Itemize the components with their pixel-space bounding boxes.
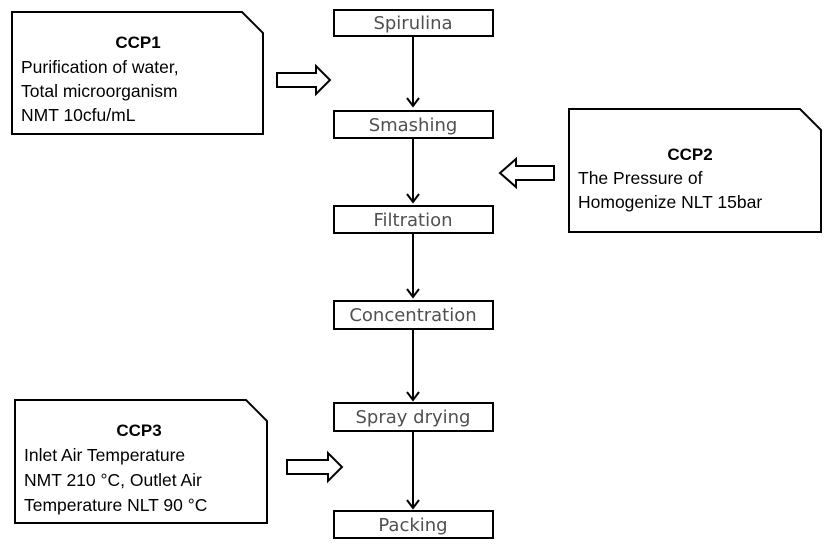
step-concentration: Concentration xyxy=(333,300,494,330)
ccp-title: CCP2 xyxy=(667,145,712,164)
ccp1-note: CCP1 Purification of water, Total microo… xyxy=(11,11,264,135)
ccp-line: Inlet Air Temperature xyxy=(24,445,185,465)
ccp3-note: CCP3 Inlet Air Temperature NMT 210 °C, O… xyxy=(14,399,268,524)
step-label: Smashing xyxy=(369,115,458,136)
step-label: Packing xyxy=(378,515,447,536)
step-label: Concentration xyxy=(349,305,476,326)
step-label: Spray drying xyxy=(356,407,471,428)
ccp-line: Temperature NLT 90 °C xyxy=(24,495,207,515)
step-box xyxy=(333,402,494,432)
ccp-note-shape xyxy=(568,108,822,233)
step-spray-drying: Spray drying xyxy=(333,402,494,432)
arrow-head-icon xyxy=(406,193,420,204)
step-label: Spirulina xyxy=(373,13,452,34)
ccp-line: NMT 10cfu/mL xyxy=(21,105,136,125)
arrow-head-icon xyxy=(406,391,420,402)
ccp-note-shape xyxy=(14,399,268,524)
step-filtration: Filtration xyxy=(333,205,494,234)
step-box xyxy=(333,9,494,37)
step-box xyxy=(333,300,494,330)
ccp2-note: CCP2 The Pressure of Homogenize NLT 15ba… xyxy=(568,108,822,233)
arrow-head-icon xyxy=(406,499,420,510)
right-block-arrow-icon xyxy=(286,450,344,484)
ccp-title: CCP3 xyxy=(116,421,161,440)
ccp-line: The Pressure of xyxy=(578,168,703,188)
right-block-arrow-icon xyxy=(276,63,332,97)
ccp-note-shape xyxy=(11,11,264,135)
flow-connectors xyxy=(406,36,420,510)
step-spirulina: Spirulina xyxy=(333,9,494,37)
ccp-line: Homogenize NLT 15bar xyxy=(578,192,762,212)
step-box xyxy=(333,510,494,539)
ccp-line: NMT 210 °C, Outlet Air xyxy=(24,470,202,490)
step-box xyxy=(333,205,494,234)
step-label: Filtration xyxy=(373,210,452,231)
arrow-head-icon xyxy=(406,288,420,299)
step-smashing: Smashing xyxy=(333,110,494,139)
ccp-line: Purification of water, xyxy=(21,57,179,77)
arrow-head-icon xyxy=(406,97,420,108)
step-box xyxy=(333,110,494,139)
ccp-title: CCP1 xyxy=(115,33,160,52)
left-block-arrow-icon xyxy=(498,156,555,190)
step-packing: Packing xyxy=(333,510,494,539)
ccp-line: Total microorganism xyxy=(21,81,178,101)
